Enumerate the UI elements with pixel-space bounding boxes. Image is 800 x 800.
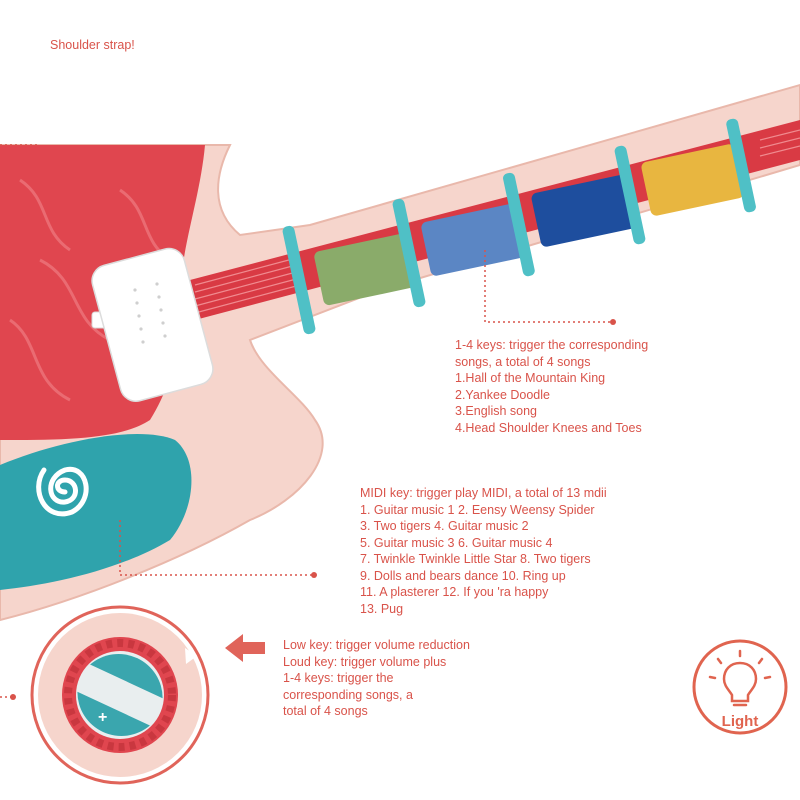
keys-info-line: 3.English song <box>455 404 538 418</box>
midi-info-line: MIDI key: trigger play MIDI, a total of … <box>360 486 607 500</box>
keys-info-line: 1.Hall of the Mountain King <box>455 371 606 385</box>
lightbulb-icon <box>692 639 788 735</box>
volume-info-line: corresponding songs, a <box>283 687 413 702</box>
midi-info-line: 9. Dolls and bears dance 10. Ring up <box>360 568 566 583</box>
spiral-icon <box>36 466 89 517</box>
midi-info-line: 13. Pug <box>360 601 404 616</box>
volume-dial: + <box>30 605 210 785</box>
shoulder-strap-label: Shoulder strap! <box>50 38 135 52</box>
keys-info-line: 2.Yankee Doodle <box>455 387 550 402</box>
midi-info-line: 3. Two tigers 4. Guitar music 2 <box>360 519 529 533</box>
keys-info-line: 4.Head Shoulder Knees and Toes <box>455 420 642 435</box>
volume-info-line: total of 4 songs <box>283 704 368 718</box>
volume-info: Low key: trigger volume reduction Loud k… <box>283 637 470 720</box>
light-badge: Light <box>690 637 790 737</box>
keys-info-line: 1-4 keys: trigger the corresponding <box>455 338 649 352</box>
midi-info-line: 7. Twinkle Twinkle Little Star 8. Two ti… <box>360 552 591 566</box>
volume-info-line: Low key: trigger volume reduction <box>283 638 470 652</box>
volume-info-line: 1-4 keys: trigger the <box>283 671 394 685</box>
bridge-switch <box>91 247 214 402</box>
teal-pad <box>0 434 192 590</box>
light-label: Light <box>721 713 759 730</box>
key-yellow <box>641 144 744 216</box>
keys-info: 1-4 keys: trigger the corresponding song… <box>455 337 648 436</box>
midi-info-line: 1. Guitar music 1 2. Eensy Weensy Spider <box>360 502 595 517</box>
svg-text:+: + <box>98 709 107 726</box>
left-arrow-icon <box>225 634 265 662</box>
volume-info-line: Loud key: trigger volume plus <box>283 654 447 669</box>
key-blue <box>531 174 639 247</box>
midi-info: MIDI key: trigger play MIDI, a total of … <box>360 485 607 617</box>
key-green <box>314 233 417 306</box>
key-lightblue <box>421 203 529 276</box>
midi-info-line: 11. A plasterer 12. If you 'ra happy <box>360 585 549 599</box>
midi-info-line: 5. Guitar music 3 6. Guitar music 4 <box>360 535 553 550</box>
keys-info-line: songs, a total of 4 songs <box>455 354 591 369</box>
